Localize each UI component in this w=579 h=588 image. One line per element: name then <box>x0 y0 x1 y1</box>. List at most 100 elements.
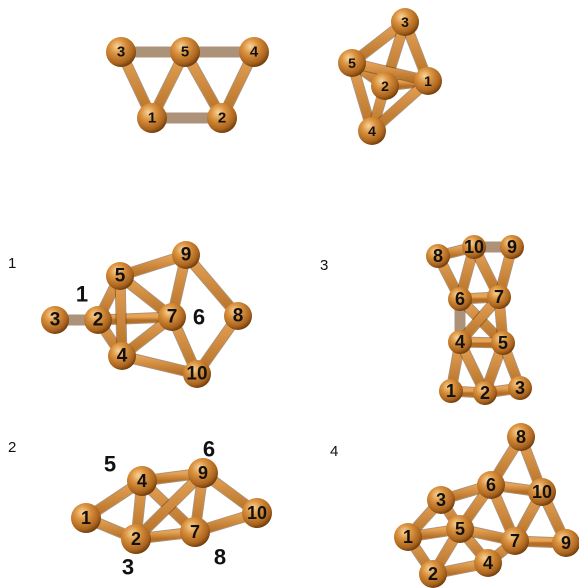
atom-1: 1 <box>439 379 463 403</box>
atom-5: 5 <box>491 331 515 355</box>
atom-4: 4 <box>358 117 386 145</box>
cluster-1-bonds <box>49 249 244 380</box>
atom-sphere <box>448 287 472 311</box>
atom-label: 3 <box>117 44 125 61</box>
atom-5: 5 <box>170 37 200 67</box>
atom-10: 10 <box>242 498 272 528</box>
atom-sphere <box>121 524 151 554</box>
atom-5: 5 <box>106 262 134 290</box>
atom-label: 4 <box>368 123 376 139</box>
atom-sphere <box>427 486 455 514</box>
atom-label: 6 <box>455 289 465 309</box>
atom-4: 4 <box>448 330 472 354</box>
atom-label: 5 <box>455 519 465 539</box>
panel-label-3: 3 <box>320 257 328 274</box>
atom-7: 7 <box>501 527 529 555</box>
atom-sphere <box>394 523 422 551</box>
atom-sphere <box>419 560 447 588</box>
cluster-2-bonds <box>80 467 263 545</box>
panel-label-2: 2 <box>8 439 16 456</box>
atom-2: 2 <box>371 72 399 100</box>
atom-label: 10 <box>186 364 207 385</box>
atom-label: 7 <box>190 522 200 542</box>
bond-9-2 <box>131 468 208 544</box>
atom-label: 4 <box>137 471 147 491</box>
atom-label: 1 <box>446 381 456 401</box>
atom-label: 9 <box>507 237 517 257</box>
atom-1: 1 <box>71 503 101 533</box>
cluster-2-side-label-3: 3 <box>122 555 134 580</box>
cluster-2-side-label-5: 5 <box>104 452 116 477</box>
atom-label: 6 <box>486 475 496 495</box>
atom-sphere <box>358 117 386 145</box>
atom-label: 7 <box>494 287 504 307</box>
atom-5: 5 <box>446 515 474 543</box>
atom-label: 8 <box>233 306 244 327</box>
atom-sphere <box>473 381 497 405</box>
atom-sphere <box>528 478 556 506</box>
atom-label: 4 <box>117 346 128 367</box>
atom-2: 2 <box>207 103 237 133</box>
atom-sphere <box>500 235 524 259</box>
atom-3: 3 <box>106 37 136 67</box>
panel-label-4: 4 <box>330 443 338 460</box>
atom-sphere <box>127 466 157 496</box>
atom-7: 7 <box>487 285 511 309</box>
panel-label-1: 1 <box>8 255 16 272</box>
atom-sphere <box>426 244 450 268</box>
atom-label: 9 <box>198 463 208 483</box>
atom-sphere <box>501 527 529 555</box>
atom-5: 5 <box>338 49 366 77</box>
atom-4: 4 <box>239 37 269 67</box>
cluster-1-side-label-1: 1 <box>76 282 88 307</box>
atom-sphere <box>172 241 200 269</box>
atom-2: 2 <box>121 524 151 554</box>
atom-sphere <box>106 37 136 67</box>
atom-sphere <box>508 376 532 400</box>
atom-label: 1 <box>424 73 432 89</box>
atom-1: 1 <box>394 523 422 551</box>
atom-label: 3 <box>401 14 409 30</box>
atom-label: 4 <box>483 553 493 573</box>
atom-9: 9 <box>172 241 200 269</box>
atom-label: 9 <box>561 533 571 553</box>
atom-sphere <box>137 103 167 133</box>
atom-label: 1 <box>403 527 413 547</box>
atom-sphere <box>391 8 419 36</box>
atom-sphere <box>183 360 211 388</box>
atom-sphere <box>414 67 442 95</box>
atom-label: 5 <box>115 266 126 287</box>
atom-label: 3 <box>50 310 61 331</box>
atom-label: 7 <box>167 307 178 328</box>
atom-label: 10 <box>464 237 484 257</box>
side-labels: 1 6 5 6 3 8 <box>76 282 226 580</box>
atom-label: 2 <box>93 310 104 331</box>
cluster-3-bonds <box>432 241 526 399</box>
atom-9: 9 <box>552 529 579 557</box>
atom-label: 2 <box>131 529 141 549</box>
atom-3: 3 <box>427 486 455 514</box>
atom-sphere <box>170 37 200 67</box>
atom-sphere <box>507 423 535 451</box>
atom-sphere <box>487 285 511 309</box>
atom-sphere <box>477 471 505 499</box>
atom-label: 10 <box>532 482 552 502</box>
atom-2: 2 <box>419 560 447 588</box>
panel-labels: 1 3 2 4 <box>8 255 338 460</box>
atom-6: 6 <box>448 287 472 311</box>
atom-8: 8 <box>426 244 450 268</box>
atom-sphere <box>448 330 472 354</box>
atom-sphere <box>108 342 136 370</box>
atom-sphere <box>106 262 134 290</box>
atom-sphere <box>242 498 272 528</box>
atom-sphere <box>338 49 366 77</box>
atom-4: 4 <box>474 549 502 577</box>
atom-label: 7 <box>510 531 520 551</box>
cluster-2-side-label-6: 6 <box>203 437 215 462</box>
atom-3: 3 <box>508 376 532 400</box>
atom-label: 4 <box>455 332 465 352</box>
